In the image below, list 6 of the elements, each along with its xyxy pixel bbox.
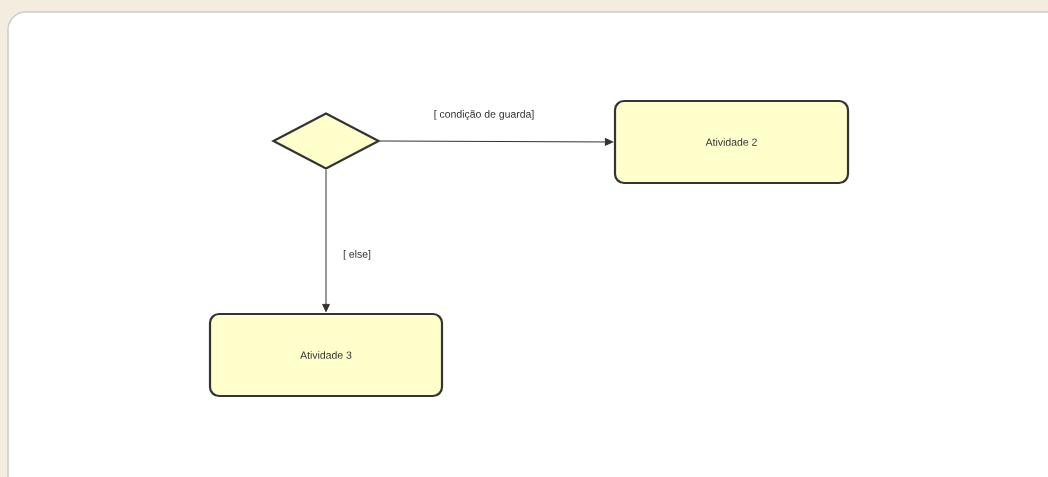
arrow: [379, 138, 614, 146]
activity-box: Atividade 3: [208, 312, 444, 398]
edge-label: [ condição de guarda]: [432, 109, 536, 121]
edge-label: [ else]: [342, 249, 372, 261]
arrow: [322, 169, 330, 313]
activity-box: Atividade 2: [613, 99, 850, 185]
